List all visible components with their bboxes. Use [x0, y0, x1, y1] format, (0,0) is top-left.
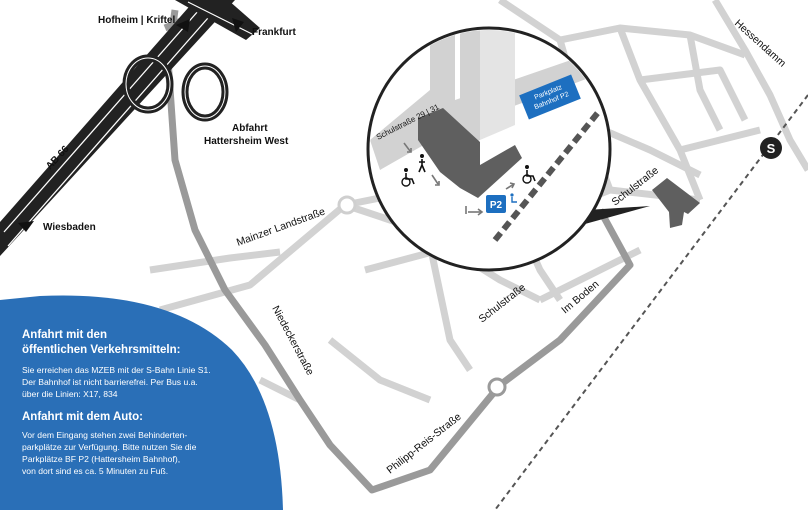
road-left-edge: [149, 248, 281, 274]
public-transport-text-3: über die Linien: X17, 834: [22, 389, 118, 399]
mzeb-building: [652, 178, 700, 228]
inset-road-vertical-2: [480, 30, 515, 140]
s-bahn-icon: S: [760, 137, 782, 159]
pedestrian-icon: [418, 154, 426, 173]
motorway: [0, 0, 260, 256]
station-badge-label: S: [767, 141, 776, 156]
label-mainzer-landstrasse: Mainzer Landstraße: [235, 206, 327, 249]
inset-road-vertical: [460, 30, 480, 150]
motorway-body: [0, 0, 235, 256]
public-transport-text-2: Der Bahnhof ist nicht barrierefrei. Per …: [22, 377, 198, 387]
label-hofheim: Hofheim | Kriftel: [98, 15, 175, 26]
direction-arrow-icon: [403, 142, 516, 216]
road-upper-grid-4: [679, 126, 761, 154]
info-panel-background: [0, 295, 283, 510]
railway-track: [494, 94, 808, 510]
motorway-lane-line-3: [187, 1, 253, 35]
info-panel: Anfahrt mit den öffentlichen Verkehrsmit…: [0, 295, 283, 510]
label-wiesbaden: Wiesbaden: [43, 222, 96, 233]
roundabout-philipp-reis: [487, 377, 507, 397]
road-hessendamm: [711, 0, 808, 172]
car-text-4: von dort sind es ca. 5 Minuten zu Fuß.: [22, 466, 168, 476]
road-upper-grid-3: [639, 66, 749, 122]
parking-icon: P2: [486, 195, 506, 213]
inset-building: [418, 108, 522, 198]
inset-parking-area: [519, 74, 581, 120]
motorway-body-north: [175, 0, 260, 40]
interchange-loop-east-line: [184, 65, 226, 119]
wheelchair-icon: [401, 168, 415, 187]
parking-badge-label: P2: [490, 200, 503, 211]
inset-detail: Parkplatz Bahnhof P2 Schulstraße 29 | 31: [366, 26, 612, 272]
road-upper-grid-5: [686, 34, 724, 132]
roundabout-mainzer: [337, 195, 357, 215]
car-text-1: Vor dem Eingang stehen zwei Behinderten-: [22, 430, 187, 440]
direction-arrow-icon: [18, 221, 34, 232]
road-block-8: [258, 376, 302, 404]
direction-arrow-icon: [176, 19, 190, 32]
label-schulstrasse-ne: Schulstraße: [609, 164, 661, 208]
car-text-3: Parkplätze BF P2 (Hattersheim Bahnhof),: [22, 454, 180, 464]
motorway-lane-line-1: [3, 1, 207, 233]
road-block-3: [327, 337, 432, 404]
public-transport-title-2: öffentlichen Verkehrsmitteln:: [22, 344, 180, 356]
interchange-loop-west-line: [125, 57, 171, 111]
car-text-2: parkplätze zur Verfügung. Bitte nutzen S…: [22, 442, 197, 452]
railway: [494, 94, 808, 510]
road-upper-grid-2: [616, 26, 704, 202]
label-exit-2: Hattersheim West: [204, 136, 289, 147]
direction-arrow-icon: [232, 18, 244, 32]
motorway-lane-line-2: [7, 1, 223, 247]
wheelchair-icon: [522, 165, 536, 184]
wheelchair-icon: [510, 193, 517, 203]
road-block-2: [426, 244, 473, 372]
label-schulstrasse: Schulstraße: [476, 281, 528, 325]
route-niedeckerstrasse: [164, 9, 634, 494]
car-title: Anfahrt mit dem Auto:: [22, 411, 143, 423]
public-transport-text-1: Sie erreichen das MZEB mit der S-Bahn Li…: [22, 365, 211, 375]
label-exit-1: Abfahrt: [232, 123, 268, 134]
label-frankfurt: Frankfurt: [252, 27, 297, 38]
public-transport-title-1: Anfahrt mit den: [22, 329, 107, 341]
